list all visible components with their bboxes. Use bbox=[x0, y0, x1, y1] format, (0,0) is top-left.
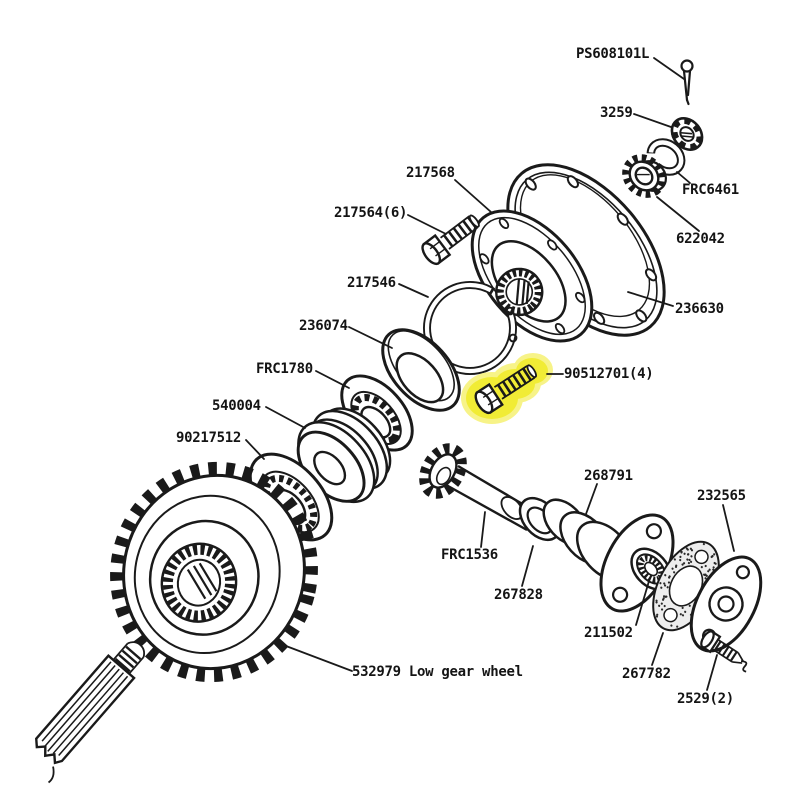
part-castle-nut bbox=[670, 117, 704, 151]
part-circlip bbox=[423, 281, 518, 375]
part-label-3259[interactable]: 3259 bbox=[600, 105, 633, 121]
part-output-flange bbox=[542, 498, 675, 613]
part-spacer bbox=[296, 407, 392, 504]
part-label-217568[interactable]: 217568 bbox=[406, 165, 455, 181]
part-label-267828[interactable]: 267828 bbox=[494, 587, 543, 603]
part-label-ps608101l[interactable]: PS608101L bbox=[576, 46, 650, 62]
part-label-90217512[interactable]: 90217512 bbox=[176, 430, 242, 446]
part-label-211502[interactable]: 211502 bbox=[584, 625, 633, 641]
part-label-frc1780[interactable]: FRC1780 bbox=[256, 361, 313, 377]
part-label-267782[interactable]: 267782 bbox=[622, 666, 671, 682]
part-cover-plate bbox=[689, 555, 763, 653]
part-lock-washer bbox=[646, 138, 686, 176]
part-label-232565[interactable]: 232565 bbox=[697, 488, 746, 504]
part-splined-shaft bbox=[35, 641, 146, 784]
part-seal-ring bbox=[381, 328, 461, 412]
part-label-532979-low-gear-wheel[interactable]: 532979 Low gear wheel bbox=[352, 664, 523, 680]
part-cotter-pin bbox=[680, 59, 694, 106]
part-label-217564[interactable]: 217564(6) bbox=[334, 205, 408, 221]
part-label-540004[interactable]: 540004 bbox=[212, 398, 261, 414]
part-label-frc6461[interactable]: FRC6461 bbox=[682, 182, 739, 198]
part-label-217546[interactable]: 217546 bbox=[347, 275, 396, 291]
part-label-622042[interactable]: 622042 bbox=[676, 231, 725, 247]
part-flange-bolt bbox=[421, 214, 480, 266]
part-label-268791[interactable]: 268791 bbox=[584, 468, 633, 484]
part-low-gear-wheel bbox=[110, 461, 318, 683]
leader-lines bbox=[245, 57, 735, 691]
part-label-2529[interactable]: 2529(2) bbox=[677, 691, 734, 707]
part-label-90512701-highlighted[interactable]: 90512701(4) bbox=[564, 366, 654, 382]
part-highlighted-bolt[interactable] bbox=[461, 353, 553, 424]
part-drive-flange bbox=[470, 209, 594, 343]
part-screw bbox=[700, 630, 748, 673]
part-pinion-shaft bbox=[419, 443, 543, 532]
part-gear-nut bbox=[622, 154, 667, 198]
part-label-236630[interactable]: 236630 bbox=[675, 301, 724, 317]
part-label-236074[interactable]: 236074 bbox=[299, 318, 348, 334]
part-label-frc1536[interactable]: FRC1536 bbox=[441, 547, 498, 563]
